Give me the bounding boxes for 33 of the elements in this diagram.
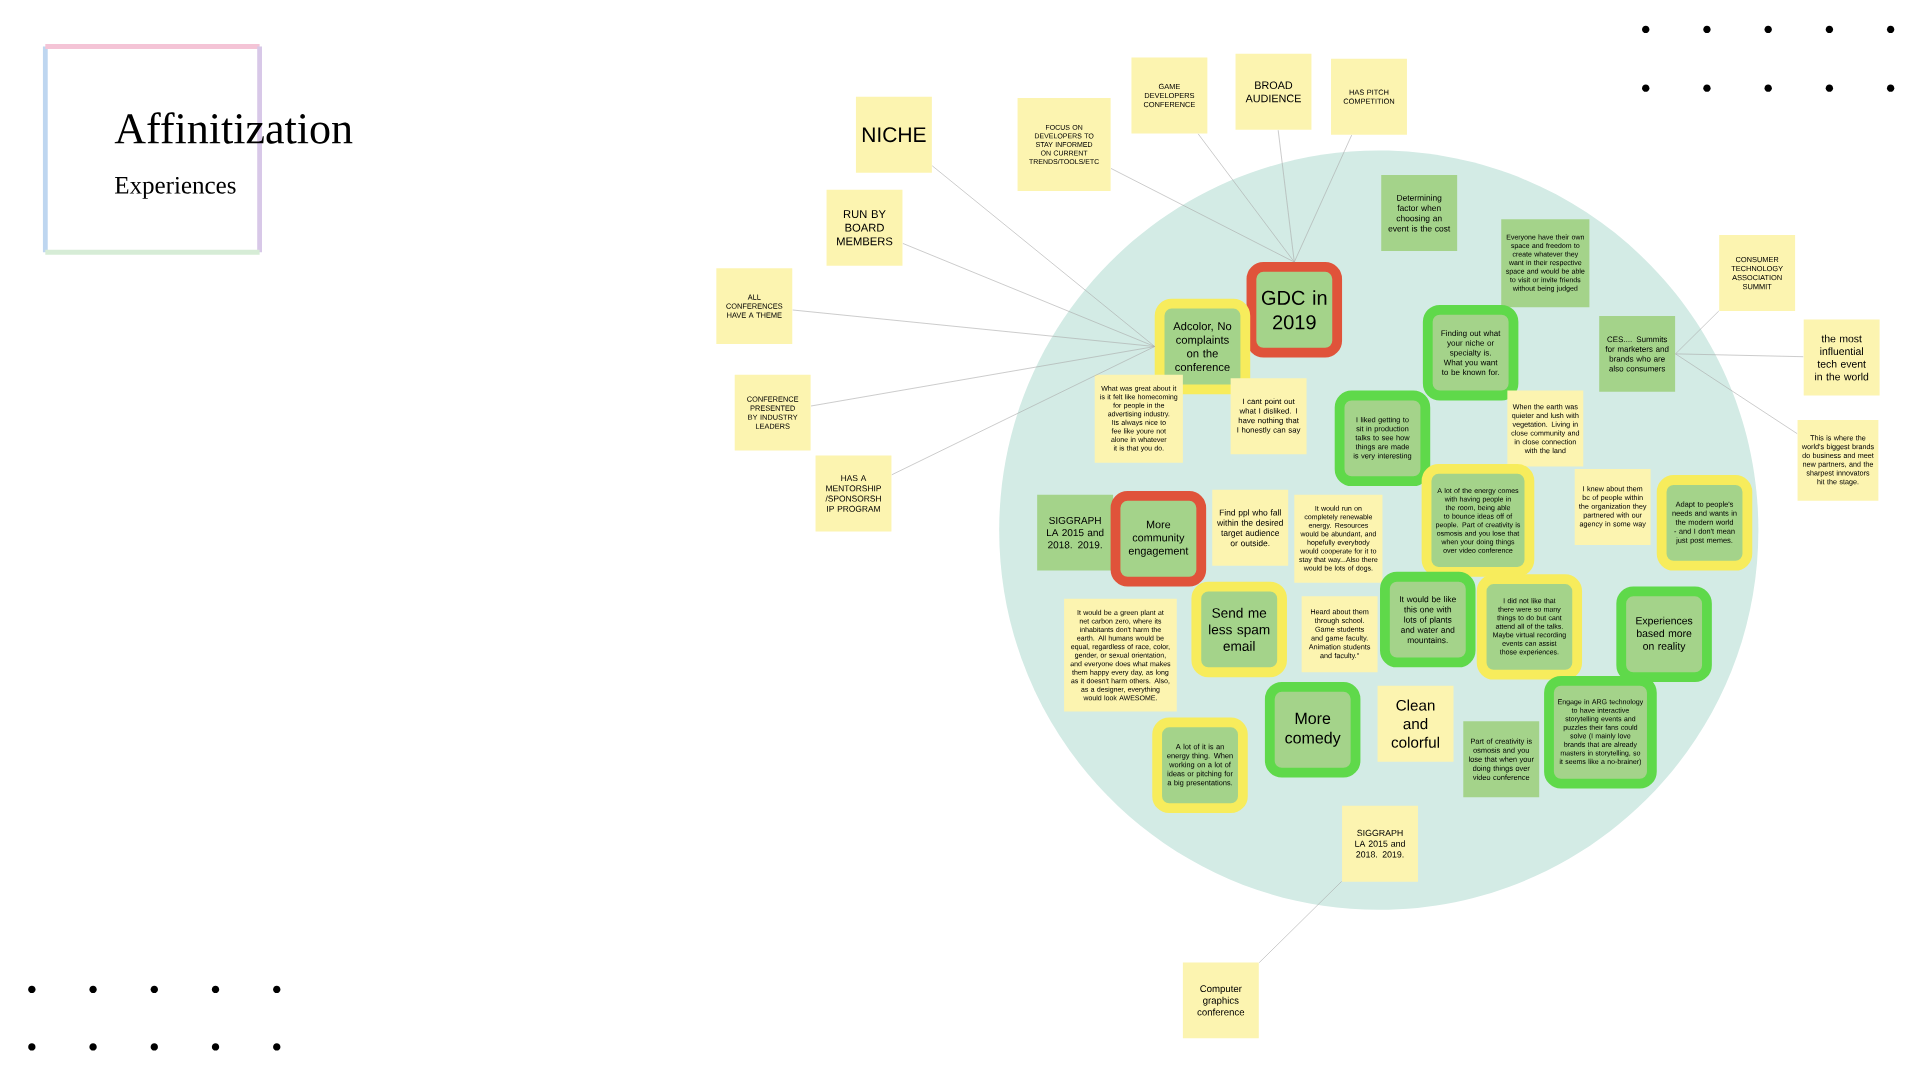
sticky-note: Determining factor when choosing an event is the cost [1381, 175, 1458, 251]
connector-line [891, 346, 1155, 476]
sticky-note: CES.... Summits for marketers and brands who are also consumers [1599, 315, 1676, 392]
sticky-note: RUN BY BOARD MEMBERS [826, 189, 903, 266]
connector-line [1258, 881, 1342, 963]
connector-line [931, 165, 1155, 347]
connector-line [1675, 353, 1804, 357]
heading: Affinitization [114, 112, 353, 144]
connector-line [1197, 133, 1295, 263]
sticky-note: Send me less spam email [1191, 581, 1287, 678]
sticky-note: It would be like this one with lots of plants and water and mountains. [1380, 571, 1476, 668]
sticky-note: BROAD AUDIENCE [1235, 53, 1312, 130]
connector-line [1277, 129, 1295, 263]
connector-line [1675, 310, 1720, 355]
connector-line [810, 346, 1155, 407]
sticky-note: More comedy [1264, 682, 1361, 778]
sticky-note: NICHE [855, 96, 932, 173]
connector-line [1110, 168, 1295, 263]
sticky-note: SIGGRAPH LA 2015 and 2018. 2019. [1342, 805, 1418, 882]
sticky-note: the most influential tech event in the world [1803, 319, 1880, 396]
connector-line [902, 243, 1155, 347]
sticky-note: Clean and colorful [1377, 685, 1454, 762]
sticky-note: HAS A MENTORSHIP /SPONSORSH IP PROGRAM [815, 455, 892, 532]
connector-line [1675, 353, 1798, 434]
connector-line [1294, 134, 1352, 263]
sticky-note: Finding out what your niche or specialty is. What you want to be known for. [1422, 304, 1519, 401]
sticky-note: More community engagement [1110, 491, 1207, 587]
sticky-note: SIGGRAPH LA 2015 and 2018. 2019. [1037, 494, 1114, 571]
subtitle: Experiences [115, 176, 236, 199]
sticky-note: Find ppl who fall within the desired target audience or outside. [1212, 489, 1289, 566]
sticky-note: Experiences based more on reality [1616, 586, 1712, 683]
sticky-note: GDC in 2019 [1246, 262, 1343, 358]
sticky-note: Computer graphics conference [1182, 962, 1259, 1039]
